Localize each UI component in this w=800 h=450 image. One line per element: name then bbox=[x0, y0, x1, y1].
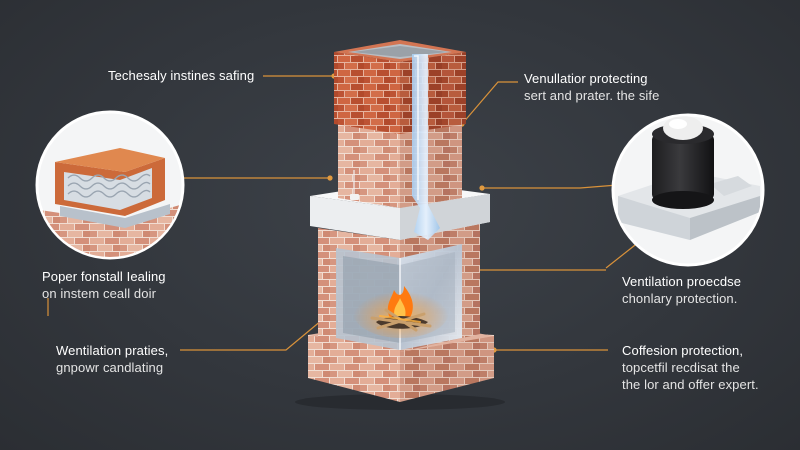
callout-mid-right: Ventilation proecdse chonlary protection… bbox=[622, 273, 741, 307]
brick-chimney-illustration bbox=[295, 40, 505, 410]
callout-line-bottom-left bbox=[180, 319, 323, 351]
callout-bottom-right: Coffesion protection, topcetfil recdisat… bbox=[622, 342, 759, 393]
callout-top-right-line1: Venullatior protecting bbox=[524, 71, 648, 86]
callout-mid-left-line1: Poper fonstall Iealing bbox=[42, 269, 166, 284]
callout-bottom-left-line2: gnpowr candlating bbox=[56, 360, 164, 375]
callout-line-mid-right bbox=[482, 183, 631, 189]
callout-mid-left: Poper fonstall Iealing on instem ceall d… bbox=[42, 268, 166, 302]
callout-bottom-right-line2: topcetfil recdisat the bbox=[622, 360, 740, 375]
callout-line-top-right bbox=[461, 81, 518, 125]
callout-bottom-left-line1: Wentilation praties, bbox=[56, 343, 169, 358]
callout-top-left-line1: Techesaly instines safing bbox=[108, 68, 255, 83]
fireplace-insert-inset bbox=[35, 110, 185, 260]
callout-bottom-left: Wentilation praties, gnpowr candlating bbox=[56, 342, 168, 376]
callout-lines bbox=[47, 75, 645, 351]
vent-cap-inset bbox=[611, 113, 765, 267]
callout-mid-right-line2: chonlary protection. bbox=[622, 291, 738, 306]
callout-bottom-right-line1: Coffesion protection, bbox=[622, 343, 744, 358]
fire-flame-icon bbox=[370, 286, 432, 332]
callout-bottom-right-line3: the lor and offer expert. bbox=[622, 377, 759, 392]
callout-mid-right-line1: Ventilation proecdse bbox=[622, 274, 742, 289]
vent-cap-illustration bbox=[652, 116, 714, 209]
callout-mid-left-line2: on instem ceall doir bbox=[42, 286, 156, 301]
callout-top-right: Venullatior protecting sert and prater. … bbox=[524, 70, 659, 104]
flue-liner-illustration bbox=[412, 54, 440, 240]
callout-top-left: Techesaly instines safing bbox=[108, 67, 254, 84]
callout-top-right-line2: sert and prater. the sife bbox=[524, 88, 660, 103]
